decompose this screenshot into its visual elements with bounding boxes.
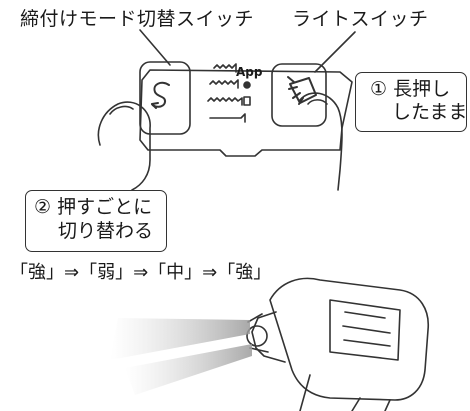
- press-note-line2: 切り替わる: [58, 220, 154, 242]
- torque-mode-button: [139, 61, 191, 135]
- speed-indicator-icon: [207, 63, 251, 123]
- right-finger: [299, 92, 343, 191]
- light-beam: [110, 318, 250, 360]
- torque-switch-label: 締付けモード切替スイッチ: [20, 8, 255, 30]
- light-beam-lower: [125, 344, 252, 395]
- long-press-note-line1: ① 長押し: [370, 78, 451, 100]
- leader-line-torque: [139, 29, 171, 66]
- light-button: [271, 63, 327, 127]
- switch-panel: [139, 69, 353, 157]
- app-badge: App: [236, 65, 263, 79]
- torque-mode-icon: [151, 81, 170, 109]
- left-finger: [97, 101, 151, 191]
- impact-driver-illustration: [246, 277, 429, 411]
- light-bulb-icon: [287, 76, 317, 105]
- light-switch-label: ライトスイッチ: [292, 8, 429, 30]
- long-press-note-line2: したまま: [392, 101, 468, 123]
- callout-long-press: [355, 72, 467, 132]
- callout-press: [25, 190, 167, 252]
- mode-sequence: 「強」⇒「弱」⇒「中」⇒「強」: [10, 262, 272, 283]
- press-note-line1: ② 押すごとに: [34, 196, 153, 218]
